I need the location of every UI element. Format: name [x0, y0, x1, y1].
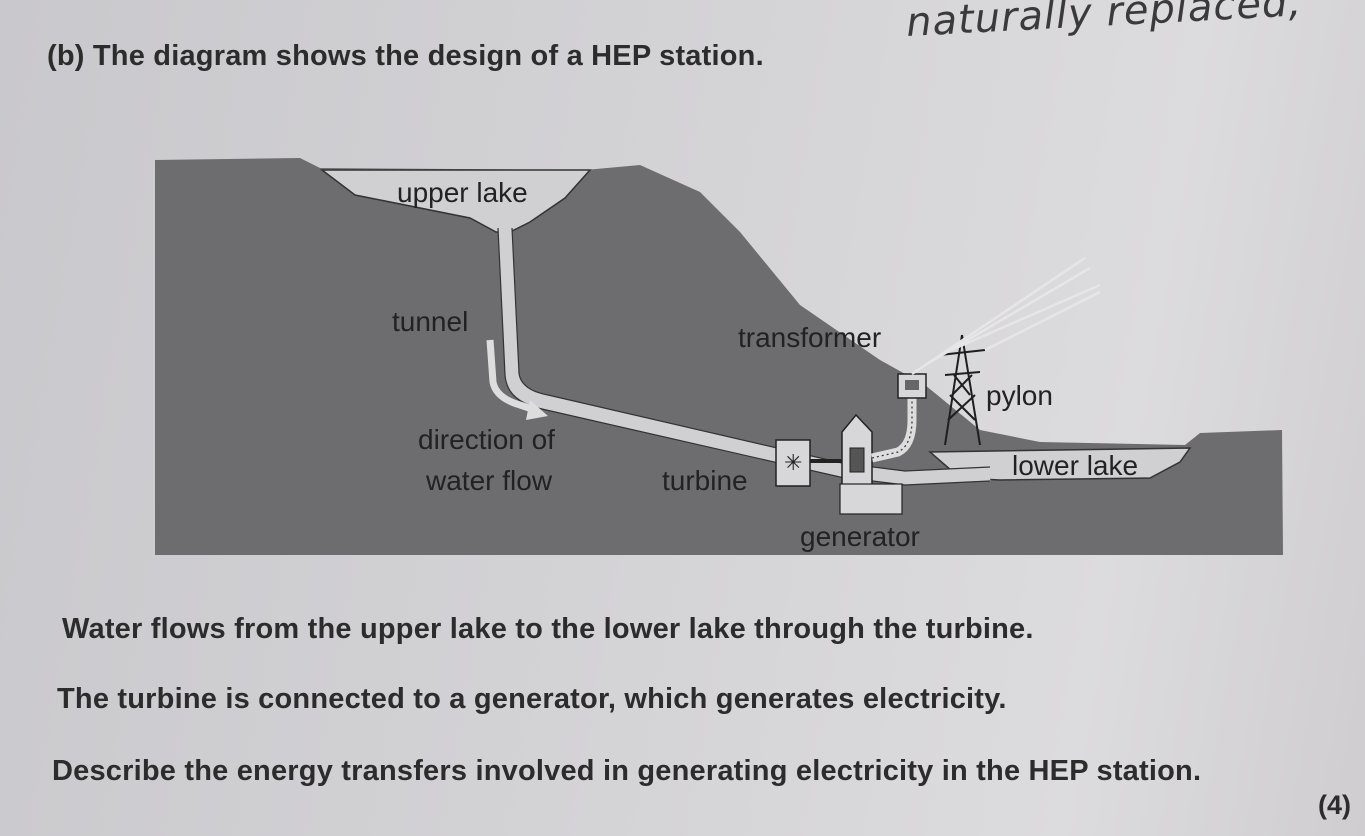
paragraph-water-flow: Water flows from the upper lake to the l… [62, 613, 1034, 645]
hep-station-diagram: ✳ upper lake tunnel transformer pylon di… [155, 158, 1283, 555]
label-pylon: pylon [986, 380, 1053, 411]
transformer-icon [905, 380, 919, 390]
question-heading: (b) The diagram shows the design of a HE… [47, 40, 764, 72]
marks-allocation: (4) [1318, 790, 1351, 820]
generator-core [849, 447, 865, 473]
question-prompt: Describe the energy transfers involved i… [52, 755, 1202, 787]
label-direction-line2: water flow [425, 465, 553, 496]
pylon [939, 334, 986, 446]
label-direction-line1: direction of [418, 424, 555, 455]
label-generator: generator [800, 521, 920, 552]
power-lines [911, 256, 1101, 376]
flow-arrow [486, 339, 537, 414]
label-transformer: transformer [738, 322, 881, 353]
flow-arrowhead [526, 400, 548, 420]
tunnel [498, 227, 991, 485]
paragraph-turbine-generator: The turbine is connected to a generator,… [57, 683, 1007, 715]
tunnel-outline [497, 227, 991, 486]
label-tunnel: tunnel [392, 306, 468, 337]
generator-base [839, 483, 903, 515]
handwritten-note: naturally replaced, [905, 0, 1304, 46]
turbine-icon: ✳ [784, 450, 802, 475]
turbine-housing [775, 439, 811, 487]
label-lower-lake: lower lake [1012, 450, 1138, 481]
label-upper-lake: upper lake [397, 177, 528, 208]
cable-stripes [871, 395, 913, 459]
label-turbine: turbine [662, 465, 748, 496]
